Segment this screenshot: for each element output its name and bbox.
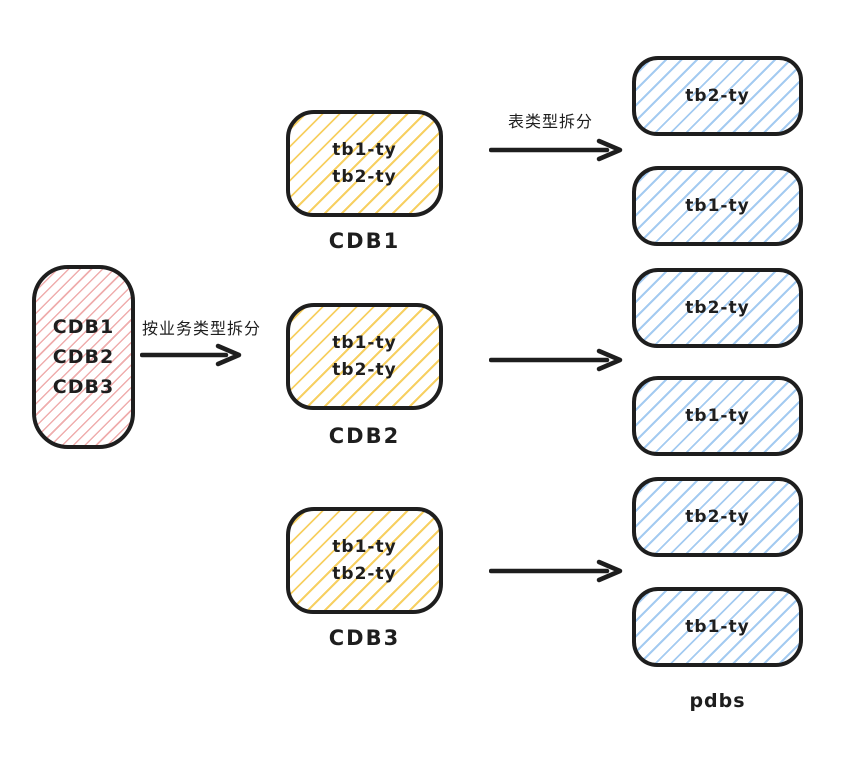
cdb1-caption: CDB1 — [328, 229, 401, 253]
cdb3-node: tb1-ty tb2-ty — [286, 507, 443, 614]
source-node-line: CDB3 — [52, 376, 115, 398]
cdb2-caption: CDB2 — [328, 424, 401, 448]
pdb-node-label: tb2-ty — [685, 298, 750, 318]
pdbs-caption: pdbs — [689, 690, 746, 712]
cdb1-node: tb1-ty tb2-ty — [286, 110, 443, 217]
pdb-node-3: tb2-ty — [632, 268, 803, 348]
cdb3-table-line: tb2-ty — [332, 563, 397, 584]
pdb-node-5: tb2-ty — [632, 477, 803, 557]
pdb-node-label: tb1-ty — [685, 406, 750, 426]
cdb1-table-line: tb1-ty — [332, 139, 397, 160]
cdb2-table-line: tb1-ty — [332, 332, 397, 353]
source-node-line: CDB1 — [52, 316, 115, 338]
source-node-line: CDB2 — [52, 346, 115, 368]
business-split-arrow-icon — [140, 342, 244, 368]
source-cdb-node: CDB1 CDB2 CDB3 — [32, 265, 135, 449]
table-split-arrow-cdb1-icon — [489, 137, 625, 163]
pdb-node-label: tb1-ty — [685, 617, 750, 637]
business-split-arrow-label: 按业务类型拆分 — [142, 319, 262, 338]
cdb3-table-line: tb1-ty — [332, 536, 397, 557]
table-split-arrow-cdb2-icon — [489, 347, 625, 373]
pdb-node-1: tb2-ty — [632, 56, 803, 136]
pdb-node-label: tb2-ty — [685, 86, 750, 106]
pdb-node-label: tb1-ty — [685, 196, 750, 216]
pdb-node-4: tb1-ty — [632, 376, 803, 456]
table-split-arrow-label: 表类型拆分 — [508, 112, 594, 131]
cdb2-node: tb1-ty tb2-ty — [286, 303, 443, 410]
pdb-node-6: tb1-ty — [632, 587, 803, 667]
pdb-node-2: tb1-ty — [632, 166, 803, 246]
table-split-arrow-cdb3-icon — [489, 558, 625, 584]
pdb-node-label: tb2-ty — [685, 507, 750, 527]
cdb2-table-line: tb2-ty — [332, 359, 397, 380]
cdb3-caption: CDB3 — [328, 626, 401, 650]
cdb1-table-line: tb2-ty — [332, 166, 397, 187]
